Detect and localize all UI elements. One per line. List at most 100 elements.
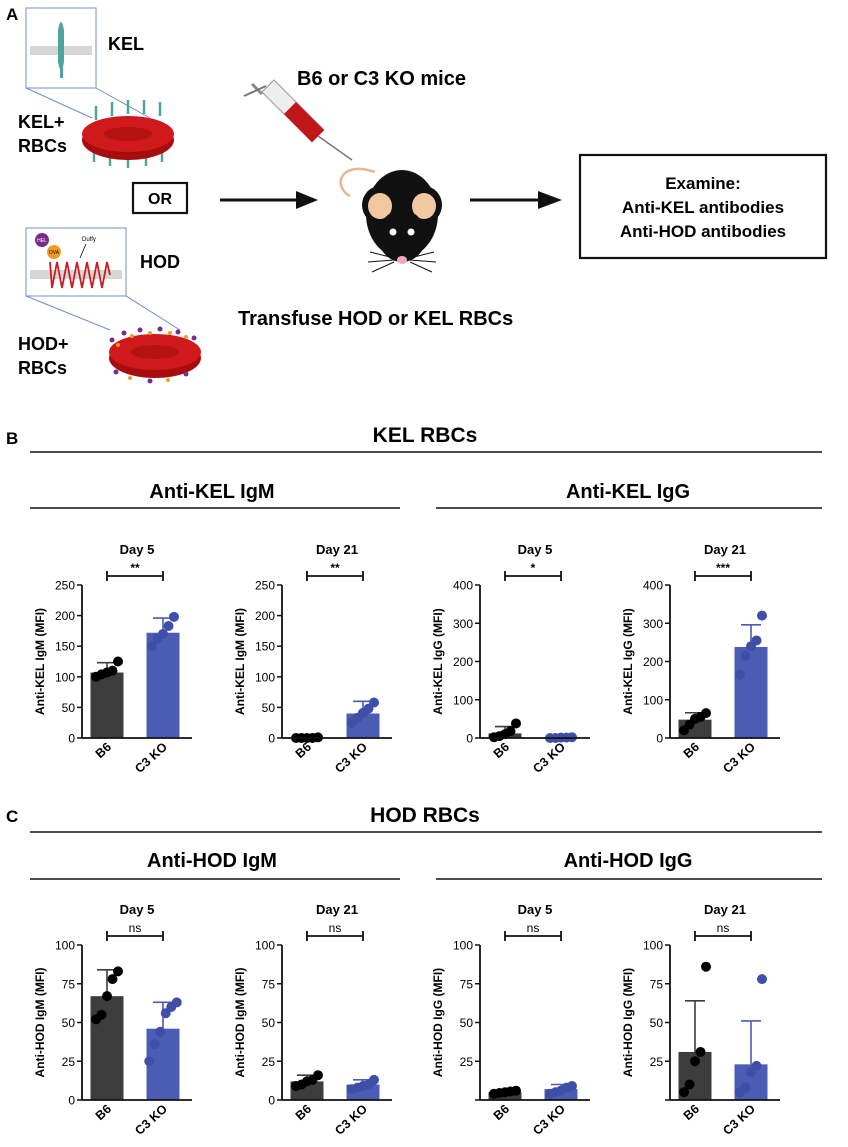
data-point [155, 1026, 166, 1037]
duffy-protein-icon [49, 261, 111, 289]
significance-label: ns [329, 921, 342, 935]
arrow-to-mouse [220, 191, 318, 209]
or-label: OR [148, 191, 172, 208]
examine-line-1: Anti-KEL antibodies [622, 198, 784, 217]
chart-title: Day 21 [316, 902, 358, 917]
significance-label: ns [527, 921, 540, 935]
significance-label: ns [717, 921, 730, 935]
data-point [679, 1087, 689, 1098]
significance-label: ** [330, 561, 340, 575]
data-point [369, 697, 379, 708]
data-point [505, 726, 516, 737]
y-axis-label: Anti-KEL IgM (MFI) [233, 608, 247, 715]
y-tick-label: 0 [268, 1094, 275, 1108]
kel-inset-box [25, 7, 151, 119]
bar-c3ko [734, 646, 768, 738]
y-tick-label: 150 [55, 640, 75, 654]
mouse-icon [339, 167, 442, 273]
significance-label: * [531, 561, 536, 575]
y-tick-label: 100 [643, 939, 663, 953]
x-tick-label: C3 KO [332, 740, 370, 776]
examine-title: Examine: [665, 174, 741, 193]
y-tick-label: 100 [643, 693, 663, 707]
kel-label: KEL [108, 34, 144, 54]
charts-layer: Day 5**Anti-KEL IgM (MFI)050100150200250… [33, 542, 780, 1138]
y-tick-label: 50 [62, 701, 76, 715]
bar-b6 [90, 996, 124, 1100]
x-tick-label: C3 KO [720, 1102, 758, 1138]
data-point [735, 669, 745, 680]
y-axis-label: Anti-HOD IgG (MFI) [431, 968, 445, 1077]
y-axis-label: Anti-KEL IgG (MFI) [431, 608, 445, 714]
data-point [690, 1056, 700, 1067]
chart-title: Day 5 [518, 902, 553, 917]
data-point [757, 974, 767, 985]
y-tick-label: 50 [460, 1016, 474, 1030]
chart-4: Day 21***Anti-KEL IgG (MFI)0100200300400… [621, 542, 780, 776]
x-tick-label: C3 KO [332, 1102, 370, 1138]
y-tick-label: 25 [460, 1055, 474, 1069]
data-point [102, 991, 112, 1002]
kel-rbc-icon [82, 100, 174, 168]
y-tick-label: 50 [262, 1016, 276, 1030]
ova-icon [47, 245, 61, 259]
y-tick-label: 150 [255, 640, 275, 654]
chart-title: Day 5 [120, 902, 155, 917]
ova-label: OVA [49, 250, 60, 256]
y-tick-label: 100 [255, 939, 275, 953]
x-tick-label: C3 KO [720, 740, 758, 776]
arrow-to-examine [470, 191, 562, 209]
y-tick-label: 75 [650, 977, 664, 991]
data-point [684, 1079, 695, 1090]
x-tick-label: B6 [491, 740, 512, 761]
y-axis-label: Anti-HOD IgM (MFI) [233, 968, 247, 1078]
y-tick-label: 50 [650, 1016, 664, 1030]
y-axis-label: Anti-KEL IgG (MFI) [621, 608, 635, 714]
y-tick-label: 25 [62, 1055, 76, 1069]
data-point [113, 966, 123, 977]
y-tick-label: 200 [55, 609, 75, 623]
y-tick-label: 50 [262, 701, 276, 715]
y-tick-label: 100 [255, 670, 275, 684]
y-tick-label: 400 [643, 579, 663, 593]
x-tick-label: C3 KO [132, 1102, 170, 1138]
y-tick-label: 75 [460, 977, 474, 991]
data-point [113, 656, 123, 667]
data-point [107, 974, 118, 985]
hod-rbc-label-1: HOD+ [18, 334, 69, 354]
y-tick-label: 100 [55, 670, 75, 684]
panel-c-letter: C [6, 807, 18, 826]
y-tick-label: 25 [650, 1055, 664, 1069]
data-point [107, 665, 118, 676]
data-point [701, 708, 711, 719]
data-point [751, 635, 762, 646]
or-box [131, 181, 189, 215]
data-point [149, 1039, 160, 1050]
y-tick-label: 25 [262, 1055, 276, 1069]
y-tick-label: 75 [62, 977, 76, 991]
y-tick-label: 250 [255, 579, 275, 593]
panel-c: C HOD RBCs Anti-HOD IgM Anti-HOD IgG [6, 804, 822, 880]
data-point [171, 997, 182, 1008]
data-point [751, 1060, 762, 1071]
hod-inset-box: HEL OVA Duffy [25, 227, 181, 331]
y-tick-label: 0 [268, 732, 275, 746]
chart-title: Day 21 [704, 542, 746, 557]
chart-title: Day 21 [704, 902, 746, 917]
data-point [96, 1009, 107, 1020]
data-point [740, 1082, 751, 1093]
data-point [511, 718, 521, 729]
data-point [144, 1056, 155, 1067]
data-point [158, 628, 168, 639]
x-tick-label: C3 KO [530, 1102, 568, 1138]
data-point [695, 1046, 706, 1057]
panel-b: B KEL RBCs Anti-KEL IgM Anti-KEL IgG [6, 424, 822, 509]
x-tick-label: B6 [93, 1102, 114, 1123]
anti-hod-igm-header: Anti-HOD IgM [147, 850, 277, 872]
hel-label: HEL [37, 238, 47, 244]
y-tick-label: 100 [55, 939, 75, 953]
